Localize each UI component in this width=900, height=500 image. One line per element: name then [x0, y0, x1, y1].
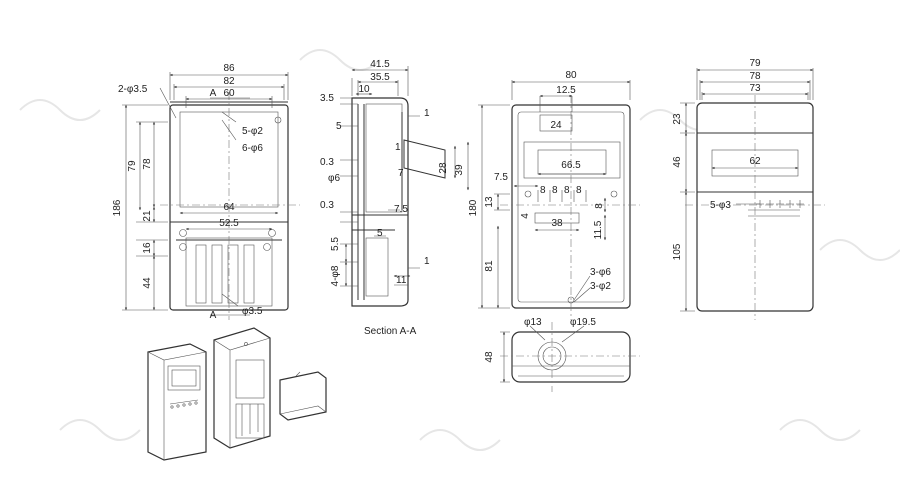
isometric-closed-enclosure — [147, 343, 207, 461]
section-mark-top: A — [210, 88, 217, 99]
rear-dim-8-b: 8 — [552, 185, 558, 196]
front-dim-82: 82 — [223, 76, 235, 87]
rear-dim-66-5: 66.5 — [561, 160, 581, 171]
rear-dim-11-5: 11.5 — [593, 220, 604, 239]
right-dim-73: 73 — [749, 83, 761, 94]
rear-dim-8-vertical: 8 — [594, 203, 605, 209]
section-dim-phi-6: φ6 — [328, 173, 340, 184]
right-dim-23: 23 — [672, 113, 683, 125]
section-caption: Section A-A — [364, 326, 417, 337]
front-dim-44: 44 — [142, 277, 153, 289]
bottom-dim-48: 48 — [484, 351, 495, 363]
right-dim-46: 46 — [672, 156, 683, 168]
right-dim-79: 79 — [749, 58, 761, 69]
rear-callout-3-holes-2: 3-φ2 — [590, 281, 611, 292]
rear-callout-3-holes-6: 3-φ6 — [590, 267, 611, 278]
front-dim-79: 79 — [127, 160, 138, 172]
rear-dim-81: 81 — [484, 260, 495, 272]
rear-dim-38: 38 — [551, 218, 563, 229]
section-dim-1-top: 1 — [424, 108, 430, 119]
front-view — [122, 72, 300, 320]
section-dim-7-5: 7.5 — [394, 204, 408, 215]
right-callout-5-holes-3: 5-φ3 — [710, 200, 731, 211]
front-dim-86: 86 — [223, 63, 235, 74]
right-dim-62: 62 — [749, 156, 761, 167]
section-dim-5: 5 — [336, 121, 342, 132]
front-dim-186: 186 — [112, 199, 123, 216]
section-dim-7: 7 — [398, 168, 404, 179]
front-dim-21: 21 — [142, 210, 153, 222]
rear-view — [478, 80, 640, 320]
right-view — [680, 68, 825, 320]
section-dim-4-phi-8: 4-φ8 — [330, 265, 341, 286]
rear-dim-8-a: 8 — [540, 185, 546, 196]
section-dim-0-3-lower: 0.3 — [320, 200, 334, 211]
section-dim-39: 39 — [454, 164, 465, 176]
bottom-view — [500, 322, 640, 392]
rear-dim-4: 4 — [520, 213, 531, 219]
rear-dim-12-5: 12.5 — [556, 85, 576, 96]
section-dim-1-bottom: 1 — [424, 256, 430, 267]
section-dim-5-5: 5.5 — [330, 237, 341, 251]
section-dim-0-3-upper: 0.3 — [320, 157, 334, 168]
section-dim-41-5: 41.5 — [370, 59, 390, 70]
rear-dim-80: 80 — [565, 70, 577, 81]
right-dim-78: 78 — [749, 71, 761, 82]
front-callout-2-holes-3-5: 2-φ3.5 — [118, 84, 148, 95]
front-dim-64: 64 — [223, 202, 235, 213]
rear-dim-8-c: 8 — [564, 185, 570, 196]
isometric-battery-cover — [279, 371, 327, 421]
section-dim-5-lower: 5 — [377, 228, 383, 239]
rear-dim-7-5: 7.5 — [494, 172, 508, 183]
isometric-open-enclosure — [213, 327, 271, 449]
rear-dim-8-d: 8 — [576, 185, 582, 196]
section-dim-35-5: 35.5 — [370, 72, 390, 83]
front-dim-60: 60 — [223, 88, 235, 99]
front-dim-16: 16 — [142, 242, 153, 254]
section-dim-11: 11 — [396, 275, 407, 286]
front-callout-hole-3-5: φ3.5 — [242, 306, 263, 317]
rear-dim-13: 13 — [484, 196, 495, 208]
section-dim-28: 28 — [438, 162, 449, 174]
front-dim-52-5: 52.5 — [219, 218, 239, 229]
section-dim-10: 10 — [358, 84, 370, 95]
bottom-dim-phi-13: φ13 — [524, 317, 542, 328]
watermark — [19, 49, 900, 451]
front-callout-5-holes-2: 5-φ2 — [242, 126, 263, 137]
section-dim-1-mid: 1 — [395, 142, 401, 153]
section-mark-bottom: A — [210, 310, 217, 321]
right-dim-105: 105 — [672, 243, 683, 260]
bottom-dim-phi-19-5: φ19.5 — [570, 317, 596, 328]
front-callout-6-holes-6: 6-φ6 — [242, 143, 263, 154]
rear-dim-180: 180 — [468, 199, 479, 216]
rear-dim-24: 24 — [550, 120, 562, 131]
section-dim-3-5: 3.5 — [320, 93, 334, 104]
section-view — [340, 66, 470, 307]
front-dim-78: 78 — [142, 158, 153, 170]
